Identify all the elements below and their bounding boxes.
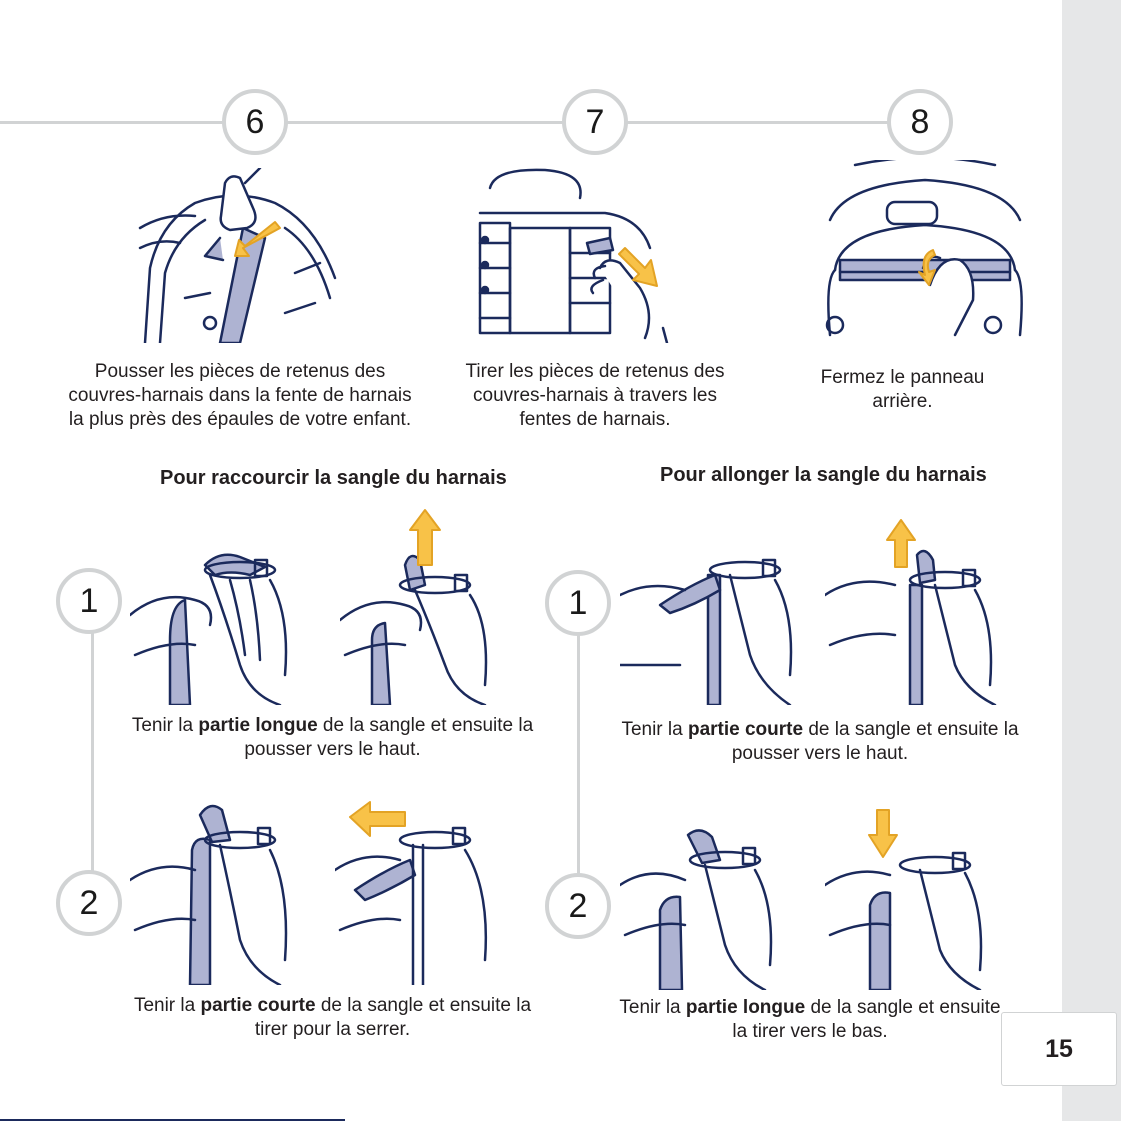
caption-line: fentes de harnais. (519, 409, 671, 430)
lengthen-step-1-illustration-b (825, 515, 1005, 705)
caption-line: tirer pour la serrer. (254, 1019, 411, 1040)
shorten-step-1-circle: 1 (56, 568, 122, 634)
shorten-step-1-caption: Tenir la partie longue de la sangle et e… (130, 714, 535, 762)
caption-line: Tirer les pièces de retenus des (465, 361, 725, 382)
step-7-caption: Tirer les pièces de retenus des couvres-… (440, 360, 750, 432)
caption-text: de la sangle et ensuite la (317, 715, 534, 736)
step-6-circle: 6 (222, 89, 288, 155)
caption-text: Tenir la (133, 995, 201, 1016)
lengthen-heading: Pour allonger la sangle du harnais (660, 464, 987, 486)
caption-line: la tirer vers le bas. (732, 1021, 888, 1042)
caption-line: couvres-harnais à travers les (473, 385, 717, 406)
step-7-circle: 7 (562, 89, 628, 155)
step-6-illustration (135, 168, 350, 343)
lengthen-step-2-caption: Tenir la partie longue de la sangle et e… (610, 996, 1010, 1044)
caption-bold: partie longue (198, 715, 318, 736)
step-8-circle: 8 (887, 89, 953, 155)
lengthen-step-1-illustration-a (620, 545, 800, 705)
shorten-step-2-caption: Tenir la partie courte de la sangle et e… (130, 994, 535, 1042)
caption-line: pousser vers le haut. (731, 743, 909, 764)
shorten-heading: Pour raccourcir la sangle du harnais (160, 467, 507, 489)
timeline-line (0, 121, 925, 124)
caption-line: Fermez le panneau (820, 367, 985, 388)
shorten-step-2-illustration-a (130, 800, 300, 985)
step-6-caption: Pousser les pièces de retenus des couvre… (40, 360, 440, 432)
caption-bold: partie courte (687, 719, 804, 740)
caption-line: pousser vers le haut. (244, 739, 421, 760)
lengthen-step-2-illustration-a (620, 825, 800, 990)
lengthen-step-2-circle: 2 (545, 873, 611, 939)
caption-text: de la sangle et ensuite la (315, 995, 532, 1016)
caption-text: Tenir la (619, 997, 686, 1018)
shorten-connector (91, 630, 94, 875)
caption-text: Tenir la (621, 719, 688, 740)
caption-line: arrière. (872, 391, 933, 412)
lengthen-connector (577, 630, 580, 875)
page-sidebar (1062, 0, 1121, 1121)
caption-bold: partie courte (200, 995, 316, 1016)
shorten-step-1-illustration-b (340, 505, 500, 705)
step-8-illustration (825, 160, 1025, 340)
step-7-illustration (475, 168, 670, 343)
shorten-step-2-illustration-b (335, 800, 505, 985)
caption-text: de la sangle et ensuite (805, 997, 1001, 1018)
footer-rule (0, 1119, 345, 1121)
caption-line: Pousser les pièces de retenus des (94, 361, 386, 382)
lengthen-step-2-illustration-b (825, 805, 1000, 990)
shorten-step-1-illustration-a (130, 545, 300, 705)
step-8-caption: Fermez le panneau arrière. (790, 366, 1015, 414)
caption-text: de la sangle et ensuite la (803, 719, 1019, 740)
caption-text: Tenir la (131, 715, 199, 736)
caption-line: couvres-harnais dans la fente de harnais (68, 385, 412, 406)
caption-line: la plus près des épaules de votre enfant… (68, 409, 412, 430)
lengthen-step-1-circle: 1 (545, 570, 611, 636)
page-number: 15 (1001, 1012, 1117, 1086)
lengthen-step-1-caption: Tenir la partie courte de la sangle et e… (615, 718, 1025, 766)
caption-bold: partie longue (685, 997, 806, 1018)
shorten-step-2-circle: 2 (56, 870, 122, 936)
